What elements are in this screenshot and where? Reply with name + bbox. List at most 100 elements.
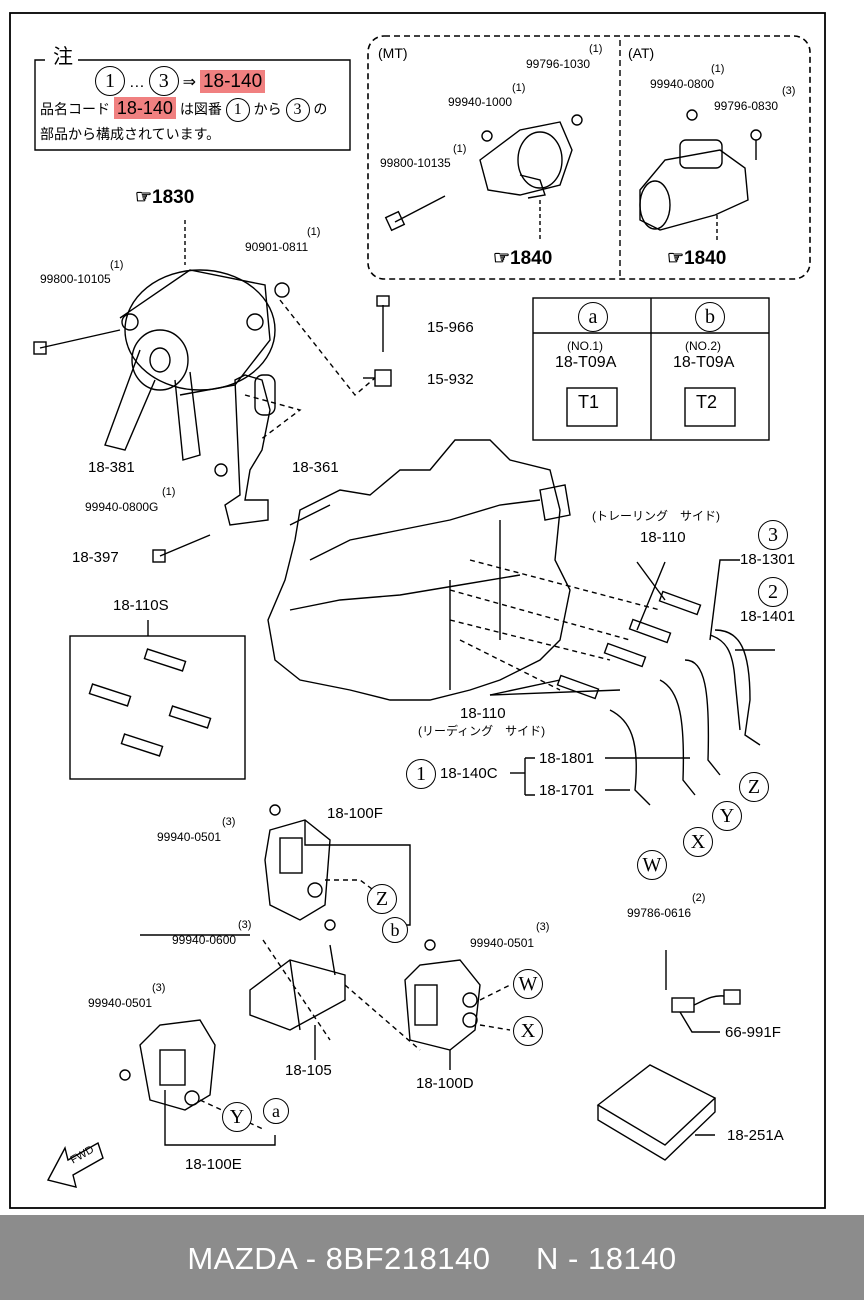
diagram-artwork <box>9 12 826 1209</box>
note-line2-from: 1 <box>225 98 250 122</box>
marker-w-text: W <box>637 850 667 880</box>
part-code: 15-932 <box>427 371 474 388</box>
note-ellipsis: … <box>128 74 145 91</box>
parts-diagram: 注 1 … 3 ⇒ 18-140 品名コード 18-140 は図番 1 から 3… <box>9 12 826 1209</box>
part-qty: (1) <box>162 486 176 498</box>
part-code: 18-397 <box>72 549 119 566</box>
marker-w2: W <box>513 969 543 999</box>
note-range-from: 1 <box>95 66 125 96</box>
note-line3: 部品から構成されています。 <box>40 126 221 142</box>
letter-a: a <box>578 302 608 332</box>
letter-b: b <box>695 302 725 332</box>
marker-z2-text: Z <box>367 884 397 914</box>
part-code: 18-100F <box>327 805 383 822</box>
circle-2-text: 2 <box>758 577 788 607</box>
marker-b2-text: b <box>382 917 408 943</box>
note-line2-kara: から <box>253 101 282 117</box>
circle-3-text: 3 <box>758 520 788 550</box>
part-qty: (3) <box>782 85 796 97</box>
note-line2-suffix: の <box>313 101 328 117</box>
part-code: 18-1701 <box>539 782 595 799</box>
marker-x-text: X <box>683 827 713 857</box>
marker-y2: Y <box>222 1102 252 1132</box>
part-code: 99940-0800G <box>85 500 159 514</box>
part-code: 99800-10135 <box>380 156 451 170</box>
circle-3: 3 <box>758 520 788 550</box>
part-qty: (3) <box>152 982 166 994</box>
part-code: 18-361 <box>292 459 339 476</box>
note-line2: 品名コード 18-140 は図番 1 から 3 の <box>40 97 328 122</box>
part-code: 90901-0811 <box>245 240 309 254</box>
b-tag: T2 <box>696 392 718 412</box>
ref-1830: ☞1830 <box>135 187 195 208</box>
a-no: (NO.1) <box>567 339 603 353</box>
marker-z: Z <box>739 772 769 802</box>
at-label: (AT) <box>628 45 655 61</box>
part-code: 15-966 <box>427 319 474 336</box>
b-no: (NO.2) <box>685 339 721 353</box>
part-code: 18-1301 <box>740 551 796 568</box>
part-code: 18-1401 <box>740 608 796 625</box>
part-code: 99940-1000 <box>448 95 513 109</box>
trailing-side-label: (トレーリング サイド) <box>592 509 720 523</box>
part-code: 99940-0800 <box>650 77 715 91</box>
part-code: 99786-0616 <box>627 906 692 920</box>
note-title: 注 <box>53 46 73 68</box>
part-code: 99940-0501 <box>88 996 153 1010</box>
part-qty: (3) <box>238 919 252 931</box>
marker-y2-text: Y <box>222 1102 252 1132</box>
ref-1840-at: ☞1840 <box>667 248 727 269</box>
ref-1840-at-text: 1840 <box>684 248 727 269</box>
note-ref: 18-140 <box>199 70 266 93</box>
part-code: 99940-0501 <box>470 936 535 950</box>
marker-y: Y <box>712 801 742 831</box>
marker-x2: X <box>513 1016 543 1046</box>
marker-x2-text: X <box>513 1016 543 1046</box>
marker-w2-text: W <box>513 969 543 999</box>
table-col-a: a <box>578 302 608 332</box>
circle-1: 1 <box>406 759 436 789</box>
ref-1840-mt-text: 1840 <box>510 248 553 269</box>
part-code: 18-110 <box>640 529 686 546</box>
part-code: 18-140C <box>440 765 498 782</box>
part-code: 99940-0600 <box>172 933 237 947</box>
part-qty: (1) <box>512 82 526 94</box>
footer-bar: MAZDA - 8BF218140 N - 18140 <box>0 1215 864 1300</box>
part-qty: (1) <box>589 43 603 55</box>
marker-a2: a <box>263 1098 289 1124</box>
part-code: 99796-0830 <box>714 99 779 113</box>
b-code: 18-T09A <box>673 354 735 371</box>
marker-z2: Z <box>367 884 397 914</box>
marker-a2-text: a <box>263 1098 289 1124</box>
part-qty: (1) <box>453 143 467 155</box>
ref-1840-mt: ☞1840 <box>493 248 553 269</box>
table-col-b: b <box>695 302 725 332</box>
note-line2-prefix: 品名コード <box>40 101 110 117</box>
part-code: 66-991F <box>725 1024 781 1041</box>
part-code: 99940-0501 <box>157 830 222 844</box>
note-range-to: 3 <box>148 66 179 96</box>
part-code: 99796-1030 <box>526 57 591 71</box>
mt-label: (MT) <box>378 45 408 61</box>
leading-side-label: (リーディング サイド) <box>418 724 546 738</box>
part-code: 18-251A <box>727 1127 784 1144</box>
part-code: 99800-10105 <box>40 272 111 286</box>
marker-z-text: Z <box>739 772 769 802</box>
note-line1: 1 … 3 ⇒ 18-140 <box>95 66 266 96</box>
part-code: 18-381 <box>88 459 135 476</box>
part-code: 18-1801 <box>539 750 595 767</box>
marker-w: W <box>637 850 667 880</box>
footer-text: MAZDA - 8BF218140 N - 18140 <box>187 1241 677 1276</box>
part-qty: (3) <box>536 921 550 933</box>
part-code: 18-110S <box>113 597 169 614</box>
marker-y-text: Y <box>712 801 742 831</box>
circle-2: 2 <box>758 577 788 607</box>
note-arrow: ⇒ <box>182 74 197 91</box>
part-qty: (1) <box>307 226 321 238</box>
part-code: 18-110 <box>460 705 506 722</box>
circle-1-text: 1 <box>406 759 436 789</box>
part-qty: (1) <box>110 259 124 271</box>
note-line2-code: 18-140 <box>113 97 176 119</box>
part-code: 18-100E <box>185 1156 242 1173</box>
note-line2-to: 3 <box>285 98 310 122</box>
